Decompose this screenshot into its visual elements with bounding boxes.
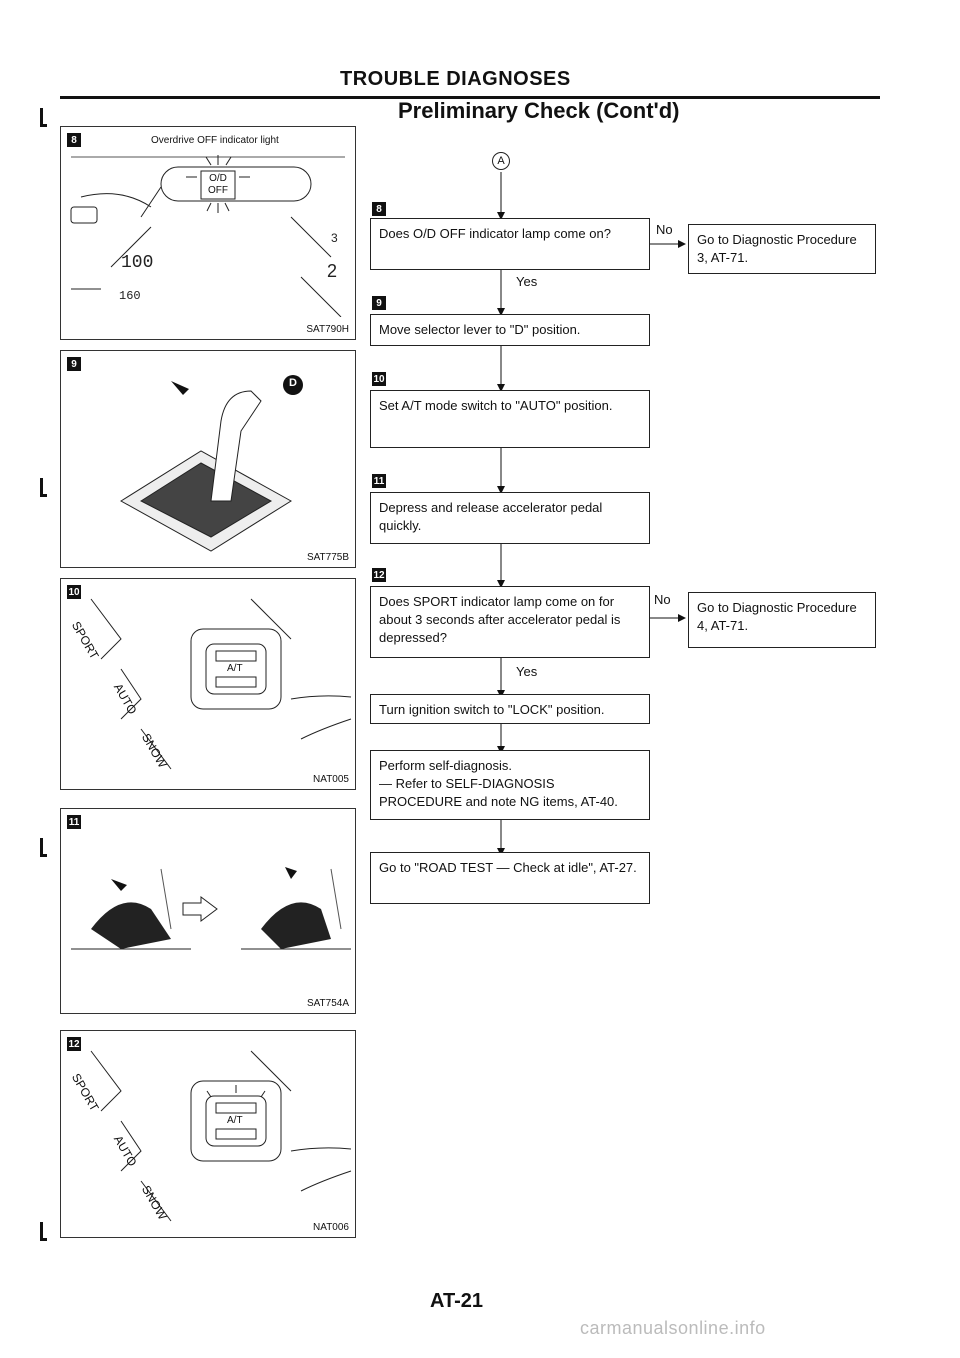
od-off-indicator: O/D OFF <box>208 173 228 196</box>
no-action-box: Go to Diagnostic Procedure 4, AT-71. <box>688 592 876 648</box>
mode-switch-illustration <box>90 1050 352 1222</box>
figure-tag: 12 <box>67 1037 81 1051</box>
no-label: No <box>656 222 673 237</box>
figure-code: NAT006 <box>313 1222 349 1233</box>
step-box: Perform self-diagnosis. — Refer to SELF-… <box>370 750 650 820</box>
step-tag: 11 <box>372 474 386 488</box>
step-box: Set A/T mode switch to "AUTO" position. <box>370 390 650 448</box>
figure-tag: 8 <box>67 133 81 147</box>
margin-mark <box>40 1222 47 1241</box>
selector-lever-illustration <box>120 375 303 552</box>
figure-9: 9 D SAT775B <box>60 350 356 568</box>
svg-text:100: 100 <box>121 253 153 273</box>
margin-mark <box>40 838 47 857</box>
page-title: TROUBLE DIAGNOSES <box>340 68 571 90</box>
margin-mark <box>40 108 47 127</box>
flowchart-connectors <box>497 172 686 856</box>
figure-8: 8 Overdrive OFF indicator light 100 160 … <box>60 126 356 340</box>
figure-code: SAT790H <box>306 324 349 335</box>
step-box: Does SPORT indicator lamp come on for ab… <box>370 586 650 658</box>
page-subtitle: Preliminary Check (Cont'd) <box>398 98 680 123</box>
figure-code: NAT005 <box>313 774 349 785</box>
figure-tag: 9 <box>67 357 81 371</box>
svg-text:2: 2 <box>327 261 337 281</box>
header-rule <box>60 96 880 99</box>
yes-label: Yes <box>516 274 538 289</box>
figure-12: 12 SPORT AUTO SNOW A/T NAT006 <box>60 1030 356 1238</box>
figure-tag: 11 <box>67 815 81 829</box>
step-tag: 10 <box>372 372 386 386</box>
figure-tag: 10 <box>67 585 81 599</box>
figure-11: 11 SAT754A <box>60 808 356 1014</box>
accelerator-pedal-illustration <box>71 867 351 950</box>
step-box: Does O/D OFF indicator lamp come on? <box>370 218 650 270</box>
svg-text:160: 160 <box>119 289 141 303</box>
svg-text:3: 3 <box>331 231 338 245</box>
switch-label: A/T <box>227 1115 243 1126</box>
figure-caption: Overdrive OFF indicator light <box>151 135 279 146</box>
step-box: Depress and release accelerator pedal qu… <box>370 492 650 544</box>
figure-code: SAT775B <box>306 552 349 563</box>
figure-code: SAT754A <box>306 998 349 1009</box>
step-tag: 12 <box>372 568 386 582</box>
connector-marker-a: A <box>492 152 510 170</box>
mode-switch-illustration <box>90 598 352 770</box>
step-box: Move selector lever to "D" position. <box>370 314 650 346</box>
shift-position-label: D <box>289 377 297 389</box>
step-tag: 9 <box>372 296 386 310</box>
no-label: No <box>654 592 671 607</box>
switch-label: A/T <box>227 663 243 674</box>
step-box: Turn ignition switch to "LOCK" position. <box>370 694 650 724</box>
figure-10: 10 SPORT AUTO SNOW A/T NAT005 <box>60 578 356 790</box>
page-number: AT-21 <box>430 1290 483 1312</box>
step-tag: 8 <box>372 202 386 216</box>
step-box: Go to "ROAD TEST — Check at idle", AT-27… <box>370 852 650 904</box>
no-action-box: Go to Diagnostic Procedure 3, AT-71. <box>688 224 876 274</box>
instrument-cluster-illustration: 100 160 2 3 <box>70 155 345 317</box>
yes-label: Yes <box>516 664 538 679</box>
margin-mark <box>40 478 47 497</box>
watermark: carmanualsonline.info <box>580 1318 766 1338</box>
